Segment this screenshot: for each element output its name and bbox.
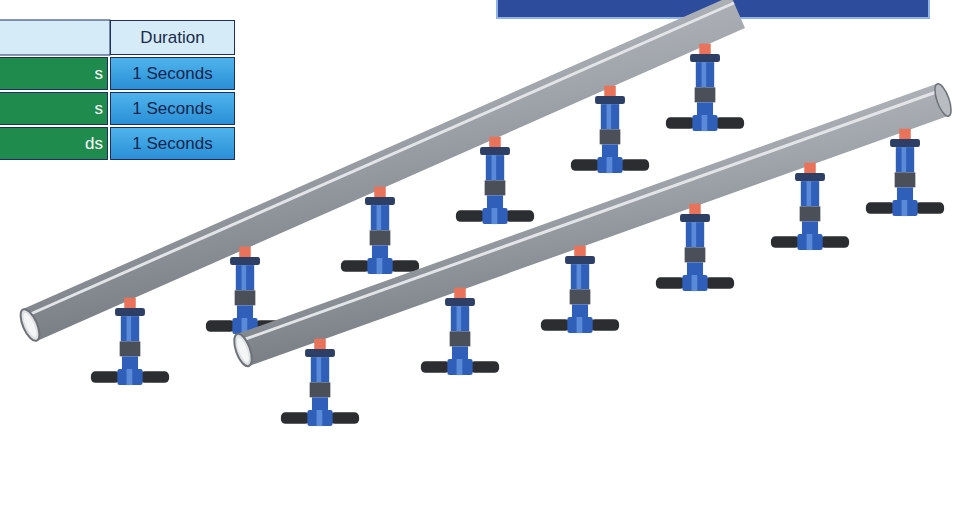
- sprayer: [656, 204, 734, 291]
- sprayer: [341, 187, 419, 274]
- table-cell: 1 Seconds: [110, 127, 235, 160]
- sprayer: [771, 163, 849, 250]
- sprayer: [456, 137, 534, 224]
- table-header-cell: [0, 20, 110, 55]
- pipe-opening: [235, 336, 251, 363]
- table-cell: s: [0, 57, 108, 90]
- sprayer: [206, 247, 284, 334]
- sprayer: [421, 288, 499, 375]
- sprayer: [91, 298, 169, 385]
- sprayer: [571, 86, 649, 173]
- sprayer: [281, 339, 359, 426]
- table-cell: 1 Seconds: [110, 92, 235, 125]
- pipe-end: [932, 82, 955, 118]
- pipe-end: [17, 307, 44, 344]
- pipe-highlight: [26, 3, 734, 316]
- table-header: Duration: [110, 20, 235, 55]
- table-cell: ds: [0, 127, 108, 160]
- sprayer: [866, 129, 944, 216]
- sprayer: [541, 246, 619, 333]
- pipe: [237, 84, 948, 366]
- pipe-highlight: [240, 91, 939, 341]
- table-cell: 1 Seconds: [110, 57, 235, 90]
- table-cell: s: [0, 92, 108, 125]
- pipe-opening: [21, 311, 39, 338]
- sprayer: [666, 44, 744, 131]
- pipe-end: [231, 332, 256, 369]
